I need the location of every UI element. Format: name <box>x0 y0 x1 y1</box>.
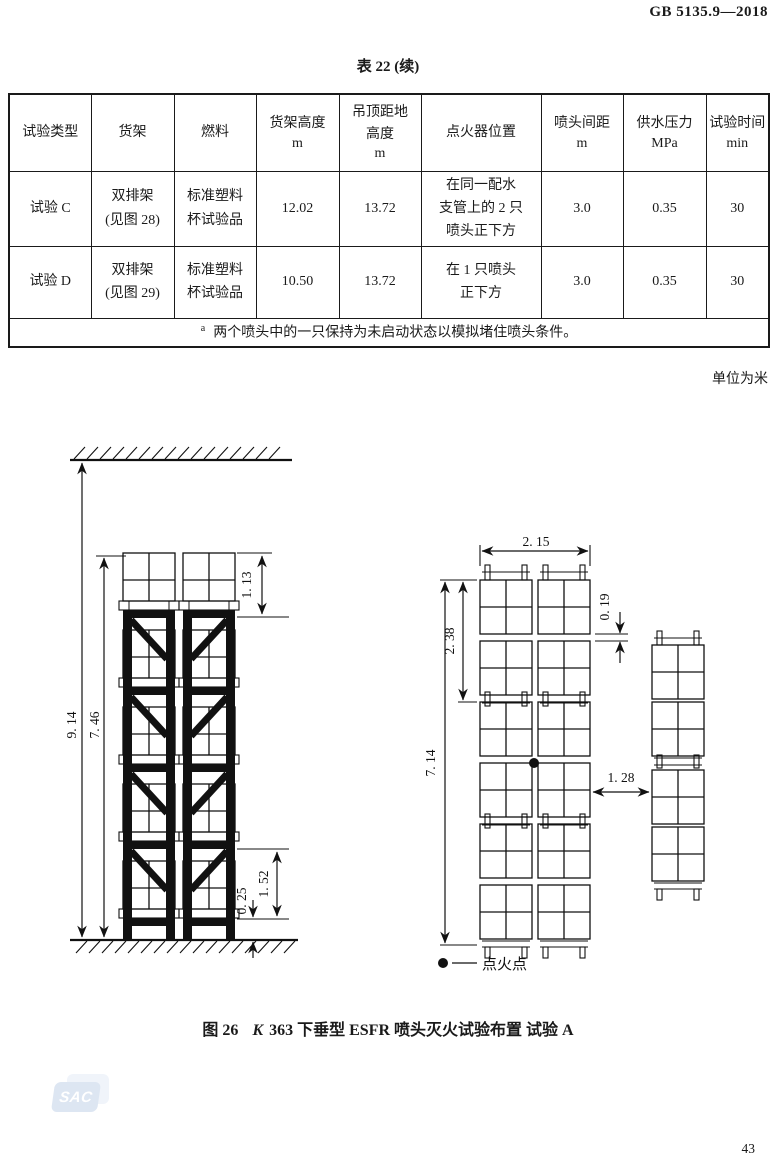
cell-igniter-position: 在同一配水 支管上的 2 只 喷头正下方 <box>420 170 542 247</box>
caption-k-factor: K <box>252 1022 264 1039</box>
cell-igniter-position: 在 1 只喷头 正下方 <box>420 245 542 319</box>
figure-number: 图 26 <box>202 1022 239 1039</box>
footnote-marker: a <box>200 322 206 334</box>
column-header: 点火器位置 <box>420 93 542 172</box>
front-view-drawing <box>70 446 298 958</box>
figure-caption: 图 26 K 363 下垂型 ESFR 喷头灭火试验布置 试验 A <box>0 1016 776 1040</box>
figure-26-drawing: 9. 14 7. 46 1. 13 1. 52 0. 25 2. 15 2. 3… <box>64 446 705 973</box>
page-number: 43 <box>741 1141 756 1156</box>
cell-rack-height: 10.50 <box>255 245 340 319</box>
dim-top-tier: 1. 13 <box>239 571 254 598</box>
sac-logo: SAC <box>50 1074 109 1114</box>
dim-flue-space: 0. 19 <box>597 593 612 620</box>
cell-test-duration: 30 <box>705 170 770 247</box>
table-row: 试验 D 双排架 (见图 29) 标准塑料 杯试验品 10.50 13.72 在… <box>8 245 770 319</box>
doc-number: GB 5135.9—2018 <box>649 4 768 20</box>
cell-ceiling-height: 13.72 <box>338 170 422 247</box>
cell-ceiling-height: 13.72 <box>338 245 422 319</box>
ignition-legend-label: 点火点 <box>482 956 527 973</box>
column-header: 货架 <box>90 93 175 172</box>
cell-sprinkler-spacing: 3.0 <box>540 245 624 319</box>
table-title: 表 22 (续) <box>356 59 420 75</box>
dim-aisle-width: 1. 28 <box>608 770 635 785</box>
dim-ceiling-height: 9. 14 <box>64 711 79 738</box>
dim-floor-clearance: 0. 25 <box>234 887 249 914</box>
cell-rack: 双排架 (见图 28) <box>90 170 175 247</box>
cell-rack: 双排架 (见图 29) <box>90 245 175 319</box>
cell-test-type: 试验 C <box>8 170 92 247</box>
cell-rack-height: 12.02 <box>255 170 340 247</box>
cell-test-type: 试验 D <box>8 245 92 319</box>
ignition-legend-dot-icon <box>438 958 448 968</box>
ignition-dot-icon <box>529 758 539 768</box>
dim-two-pallet-length: 2. 38 <box>442 627 457 654</box>
cell-water-pressure: 0.35 <box>622 245 707 319</box>
cell-test-duration: 30 <box>705 245 770 319</box>
cell-sprinkler-spacing: 3.0 <box>540 170 624 247</box>
column-header: 试验类型 <box>8 93 92 172</box>
table-row: 试验 C 双排架 (见图 28) 标准塑料 杯试验品 12.02 13.72 在… <box>8 170 770 247</box>
footnote-text: 两个喷头中的一只保持为未启动状态以模拟堵住喷头条件。 <box>213 325 578 341</box>
cell-water-pressure: 0.35 <box>622 170 707 247</box>
dim-rack-width: 2. 15 <box>523 534 550 549</box>
dim-lower-tier: 1. 52 <box>256 871 271 898</box>
table-footnote: a 两个喷头中的一只保持为未启动状态以模拟堵住喷头条件。 <box>8 317 770 348</box>
dim-storage-height: 7. 46 <box>87 711 102 738</box>
cell-fuel: 标准塑料 杯试验品 <box>173 170 257 247</box>
table-footnote-row: a 两个喷头中的一只保持为未启动状态以模拟堵住喷头条件。 <box>8 317 770 348</box>
unit-note: 单位为米 <box>712 372 768 387</box>
plan-view-drawing <box>438 545 705 968</box>
sac-logo-front: SAC <box>50 1082 102 1112</box>
dim-rack-length: 7. 14 <box>423 749 438 776</box>
column-header: 燃料 <box>173 93 257 172</box>
cell-fuel: 标准塑料 杯试验品 <box>173 245 257 319</box>
caption-text: 363 下垂型 ESFR 喷头灭火试验布置 试验 A <box>269 1022 574 1039</box>
